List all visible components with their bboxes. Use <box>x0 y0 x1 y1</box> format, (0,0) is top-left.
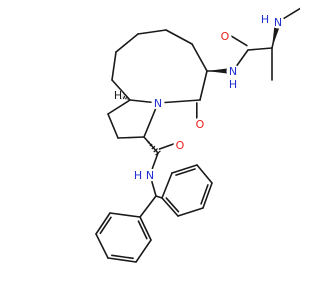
bond-ring_c8a-ring_c1 <box>111 79 131 101</box>
bond-ring_c7-ring_n <box>157 99 201 104</box>
bond-ph2_c-ph2_d <box>95 233 109 259</box>
bond-ch-ph2_a <box>139 195 157 218</box>
stereo-bond-amide-n <box>207 67 233 75</box>
double-bond-amide_c-amide_o <box>158 142 178 150</box>
bond-ring_c3-ring_c4 <box>137 29 167 35</box>
nitrogen-carboxamide-label-background <box>143 168 157 182</box>
double-bond-ala_c-ala_o <box>228 34 248 47</box>
bond-ch-ph1_f <box>155 195 163 199</box>
bond-ph2_d-ph2_e <box>107 257 137 263</box>
stereo-bond-h-hash <box>125 97 127 100</box>
oxygen-alanyl-carbonyl-label-background <box>218 29 232 43</box>
bond-ph2_b-ph2_c <box>95 212 111 235</box>
stereo-bond-carboxamide-hash <box>155 150 161 156</box>
hydrogen-methylamino-label: H <box>261 13 269 26</box>
oxygen-alanyl-carbonyl-label: O <box>221 30 230 43</box>
hydrogen-stereocentre-label: H <box>114 89 122 102</box>
double-bond-ph1_e-ph1_f <box>165 197 180 213</box>
stereo-bond-carboxamide-hash <box>149 143 153 147</box>
hydrogen-carboxamide-label-background <box>133 170 143 180</box>
bond-ph2_f-ph2_a <box>139 216 152 241</box>
oxygen-carboxamide-label: O <box>176 139 185 152</box>
hydrogen-carboxamide-label: H <box>134 169 142 182</box>
stereo-bond-carboxamide-hash <box>153 148 159 153</box>
bond-p_c1-p_c2 <box>107 113 119 139</box>
nitrogen-methylamino-label: N <box>274 16 282 29</box>
bond-ph1_f-ph1_a <box>161 172 173 199</box>
bond-ring_c2-ring_c3 <box>115 33 139 53</box>
bond-ring_c8a-p_c1 <box>107 99 131 115</box>
oxygen-carboxamide-label-background <box>173 138 187 152</box>
stereo-bond-carboxamide-hash <box>145 138 148 141</box>
oxygen-lactam-label: O <box>196 118 205 131</box>
double-bond-ph1_c-ph1_d <box>200 184 209 205</box>
bond-ph1_b-ph1_c <box>196 164 213 184</box>
double-bond-ph2_b-ph2_c <box>99 216 112 235</box>
stereo-bond-h-hash <box>122 95 126 100</box>
hydrogen-methylamino-label-background <box>260 14 270 24</box>
bond-ring_c5-ring_c6 <box>191 43 208 72</box>
bond-ph1_c-ph1_d <box>202 182 213 209</box>
nitrogen-amide-label-background <box>226 64 240 78</box>
nitrogen-methylamino-label-background <box>271 15 285 29</box>
double-bond-ph2_f-ph2_a <box>137 220 148 240</box>
bond-ph2_a-ph2_b <box>109 212 141 218</box>
nitrogen-bridgehead-label: N <box>154 97 162 110</box>
double-bond-ph1_a-ph1_b <box>175 168 196 176</box>
nitrogen-carboxamide-label: N <box>146 169 154 182</box>
hydrogen-amide-label-background <box>228 79 238 89</box>
bond-ph2_e-ph2_f <box>135 239 152 263</box>
bond-ph1_d-ph1_e <box>177 207 204 217</box>
bond-layer <box>95 7 300 263</box>
nitrogen-bridgehead-label-background <box>151 96 165 110</box>
double-bond-ph2_d-ph2_e <box>111 254 134 260</box>
bond-ph1_e-ph1_f <box>161 197 179 217</box>
stereo-bond-carboxamide-hash <box>151 145 156 150</box>
hydrogen-amide-label: H <box>229 78 237 91</box>
bond-ring_c1-ring_c2 <box>111 51 117 81</box>
stereo-wedge-layer <box>116 21 282 156</box>
bond-ring_c6-ring_c7 <box>199 70 208 101</box>
bond-p_c2-p_c3 <box>117 136 145 139</box>
stereo-bond-carboxamide-hash <box>147 141 150 144</box>
bond-ph1_a-ph1_b <box>171 164 198 174</box>
bond-ala_c-ala_ca <box>247 47 273 51</box>
hydrogen-stereocentre-label-background <box>113 90 123 100</box>
nitrogen-amide-label: N <box>229 65 237 78</box>
bond-ring_c4-ring_c5 <box>165 29 193 45</box>
stereo-bond-carboxamide <box>145 138 161 156</box>
oxygen-lactam-label-background <box>193 117 207 131</box>
